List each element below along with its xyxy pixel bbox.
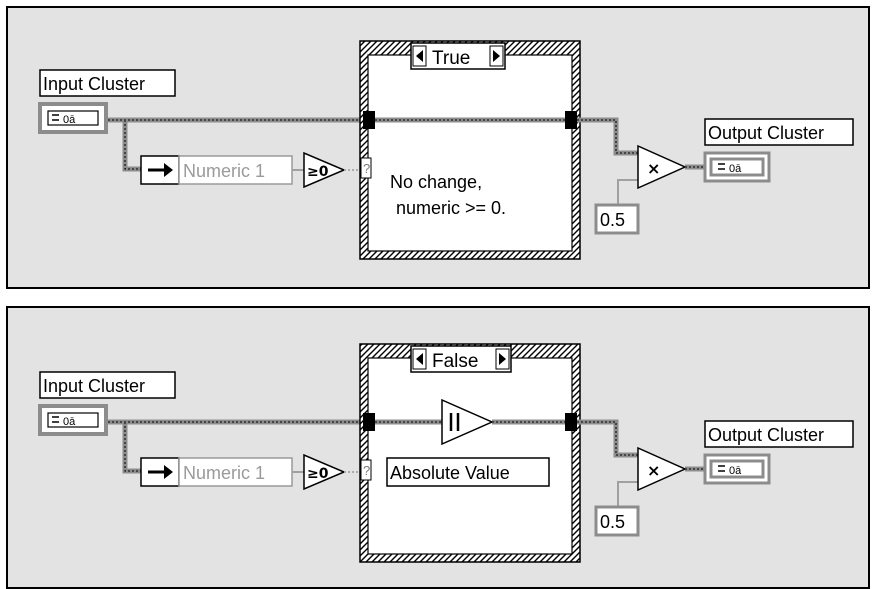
constant-wire [617,481,642,507]
cluster-terminal-icon: 0ā [718,465,742,477]
selector-right-arrow-icon[interactable] [489,45,504,67]
case-selector[interactable]: False [410,345,512,373]
input-tunnel[interactable] [363,111,375,129]
input-cluster-terminal[interactable]: 0ā [38,404,108,436]
constant-value: 0.5 [600,512,625,532]
case-selector[interactable]: True [410,42,506,70]
greater-or-equal-zero-icon: ≥0 [307,466,329,482]
input-cluster-label: Input Cluster [39,69,176,97]
multiply-icon: × [647,159,660,178]
multiply-node[interactable]: × [637,446,687,492]
cluster-terminal-icon: 0ā [52,416,76,428]
greater-or-equal-zero-icon: ≥0 [307,164,329,180]
case-structure[interactable] [359,40,581,260]
svg-text:0ā: 0ā [63,416,76,428]
svg-text:?: ? [363,463,370,478]
cluster-wire-output[interactable] [577,419,638,458]
unbundle-element-label: Numeric 1 [183,161,265,181]
input-tunnel[interactable] [363,413,375,431]
svg-text:Output Cluster: Output Cluster [708,425,824,445]
absolute-value-icon [449,413,460,431]
unbundle-element-label: Numeric 1 [183,463,265,483]
case-selector-terminal[interactable]: ? [360,459,372,481]
case-structure[interactable] [359,343,581,563]
selector-right-arrow-icon[interactable] [495,348,510,370]
diagram-canvas: Input Cluster 0ā [38,343,854,563]
svg-text:0ā: 0ā [729,465,742,477]
svg-text:0ā: 0ā [63,114,76,126]
case-selector-label: True [432,48,470,69]
case-comment-line2: numeric >= 0. [396,198,506,218]
output-tunnel[interactable] [565,413,577,431]
cluster-wire-output[interactable] [577,117,638,156]
absolute-value-node[interactable] [441,398,494,446]
case-comment-line1: No change, [390,172,482,192]
constant-wire [617,179,642,205]
output-cluster-terminal[interactable]: 0ā [703,453,771,485]
cluster-wire-branch[interactable] [122,422,142,474]
svg-text:Input Cluster: Input Cluster [43,74,145,94]
absolute-value-label: Absolute Value [386,457,550,487]
greater-or-equal-zero-node[interactable]: ≥0 [303,453,346,491]
output-cluster-label: Output Cluster [704,420,854,448]
cluster-terminal-icon: 0ā [52,114,76,126]
case-selector-terminal[interactable]: ? [360,157,372,179]
unbundle-by-name-node[interactable]: Numeric 1 [140,457,293,487]
unbundle-by-name-node[interactable]: Numeric 1 [140,155,293,185]
output-cluster-terminal[interactable]: 0ā [703,151,771,183]
input-cluster-terminal[interactable]: 0ā [38,102,108,134]
block-diagram-false-case: Input Cluster 0ā [6,306,870,589]
selector-left-arrow-icon[interactable] [412,45,427,67]
svg-text:Input Cluster: Input Cluster [43,376,145,396]
selector-left-arrow-icon[interactable] [412,348,427,370]
input-cluster-label: Input Cluster [39,371,176,399]
constant-node[interactable]: 0.5 [594,505,640,537]
multiply-icon: × [647,461,660,480]
block-diagram-true-case: Input Cluster 0ā [6,6,870,289]
svg-text:?: ? [363,161,370,176]
svg-text:Output Cluster: Output Cluster [708,123,824,143]
svg-text:Absolute Value: Absolute Value [390,463,510,483]
cluster-wire-branch[interactable] [122,120,142,172]
constant-node[interactable]: 0.5 [594,203,640,235]
unbundle-arrow-icon [148,465,173,479]
output-tunnel[interactable] [565,111,577,129]
case-selector-label: False [432,351,478,372]
output-cluster-label: Output Cluster [704,118,854,146]
cluster-terminal-icon: 0ā [718,163,742,175]
diagram-canvas: Input Cluster 0ā [38,40,854,260]
constant-value: 0.5 [600,210,625,230]
svg-text:0ā: 0ā [729,163,742,175]
greater-or-equal-zero-node[interactable]: ≥0 [303,151,346,189]
unbundle-arrow-icon [148,163,173,177]
multiply-node[interactable]: × [637,144,687,190]
